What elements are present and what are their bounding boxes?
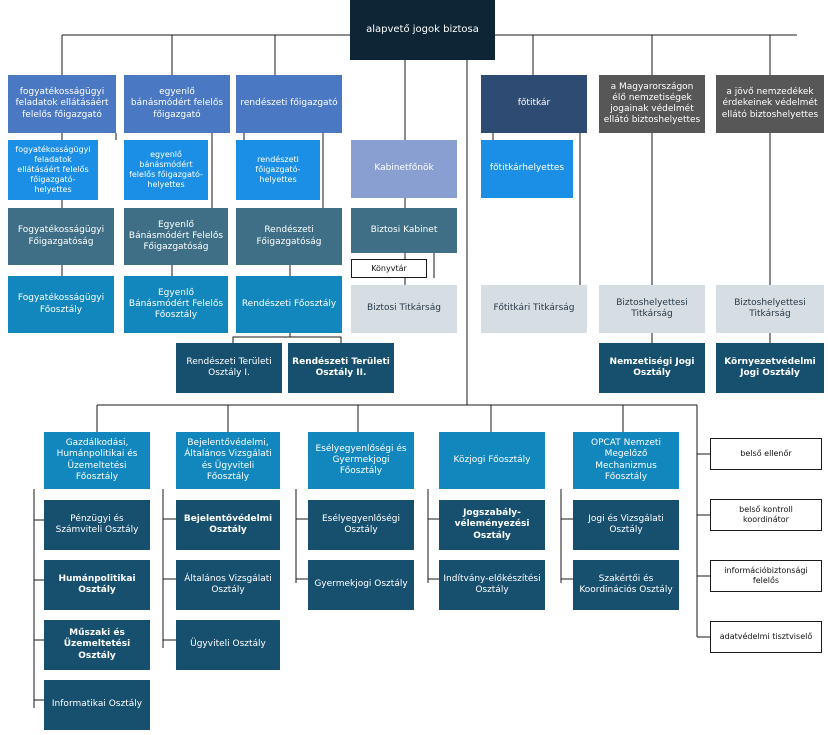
node-opcat-fo: OPCAT Nemzeti Megelőző Mechanizmus Főosz…: [573, 432, 679, 489]
node-jogi-vizsgalati: Jogi és Vizsgálati Osztály: [573, 500, 679, 550]
node-fogyatekossagi-foosztaly: Fogyatékosságügyi Főosztály: [8, 276, 114, 333]
node-bejelentovedelmi-fo: Bejelentővédelmi, Általános Vizsgálati é…: [176, 432, 280, 489]
node-biztoshelyettesi-titkarsag-2: Biztoshelyettesi Titkárság: [716, 285, 824, 333]
node-teruleti-2: Rendészeti Területi Osztály II.: [288, 343, 394, 393]
node-egyenlo-figazg: Egyenlő Bánásmódért Felelős Főigazgatósá…: [124, 208, 228, 265]
node-fogyatekossagi-helyettes: fogyatékosságügyi feladatok ellátásáért …: [8, 140, 98, 200]
node-biztoshelyettesi-titkarsag-1: Biztoshelyettesi Titkárság: [599, 285, 705, 333]
node-fogyatekossagi-fo: fogyatékosságügyi feladatok ellátásáért …: [8, 75, 116, 133]
node-gazdalkodasi: Gazdálkodási, Humánpolitikai és Üzemelte…: [44, 432, 150, 489]
node-eselyegyenlosegi-o: Esélyegyenlőségi Osztály: [308, 500, 414, 550]
node-altalanos-vizsgalati: Általános Vizsgálati Osztály: [176, 560, 280, 610]
node-informatikai: Informatikai Osztály: [44, 680, 150, 730]
node-biztosi-kabinet: Biztosi Kabinet: [351, 208, 457, 253]
node-belso-ellenor: belső ellenőr: [710, 438, 822, 470]
node-informaciobiztonsagi: információbiztonsági felelős: [710, 560, 822, 592]
node-gyermekjogi: Gyermekjogi Osztály: [308, 560, 414, 610]
node-rendeszeti-figazg: Rendészeti Főigazgatóság: [236, 208, 342, 265]
node-adatvedelmi: adatvédelmi tisztviselő: [710, 621, 822, 653]
node-root: alapvető jogok biztosa: [350, 0, 495, 60]
node-bejelentovedelmi-o: Bejelentővédelmi Osztály: [176, 500, 280, 550]
node-egyenlo-foosztaly: Egyenlő Bánásmódért Felelős Főosztály: [124, 276, 228, 333]
node-egyenlo-fo: egyenlő bánásmódért felelős főigazgató: [124, 75, 230, 133]
node-belso-kontroll: belső kontroll koordinátor: [710, 499, 822, 531]
node-jovo-helyettes: a jövő nemzedékek érdekeinek védelmét el…: [716, 75, 824, 133]
node-inditvany: Indítvány-előkészítési Osztály: [439, 560, 545, 610]
node-muszaki: Műszaki és Üzemeltetési Osztály: [44, 620, 150, 670]
node-nemzetisegi-jogi: Nemzetiségi Jogi Osztály: [599, 343, 705, 393]
node-kozjogi-fo: Közjogi Főosztály: [439, 432, 545, 489]
node-penzugyi: Pénzügyi és Számviteli Osztály: [44, 500, 150, 550]
node-rendeszeti-foosztaly: Rendészeti Főosztály: [236, 276, 342, 333]
node-rendeszeti-fo: rendészeti főigazgató: [236, 75, 342, 133]
node-szakertoi: Szakértői és Koordinációs Osztály: [573, 560, 679, 610]
node-kornyezetvedelmi-jogi: Környezetvédelmi Jogi Osztály: [716, 343, 824, 393]
node-humanpolitikai: Humánpolitikai Osztály: [44, 560, 150, 610]
node-nemzetisegi-helyettes: a Magyarországon élő nemzetiségek jogain…: [599, 75, 705, 133]
node-ugyviteli: Ügyviteli Osztály: [176, 620, 280, 670]
node-fotitkar: főtitkár: [481, 75, 587, 133]
node-egyenlo-helyettes: egyenlő bánásmódért felelős főigazgató-h…: [124, 140, 208, 200]
node-rendeszeti-helyettes: rendészeti főigazgató-helyettes: [236, 140, 320, 200]
node-fotitkari-titkarsag: Főtitkári Titkárság: [481, 285, 587, 333]
node-jogszabaly: Jogszabály-véleményezési Osztály: [439, 500, 545, 550]
node-eselyegyenlosegi-fo: Esélyegyenlőségi és Gyermekjogi Főosztál…: [308, 432, 414, 489]
node-biztosi-titkarsag: Biztosi Titkárság: [351, 285, 457, 333]
node-konyvtar: Könyvtár: [351, 259, 427, 278]
node-fotitkarhelyettes: főtitkárhelyettes: [481, 140, 573, 198]
node-kabinetfonok: Kabinetfőnök: [351, 140, 457, 198]
node-teruleti-1: Rendészeti Területi Osztály I.: [176, 343, 282, 393]
node-fogyatekossagi-figazg: Fogyatékosságügyi Főigazgatóság: [8, 208, 114, 265]
